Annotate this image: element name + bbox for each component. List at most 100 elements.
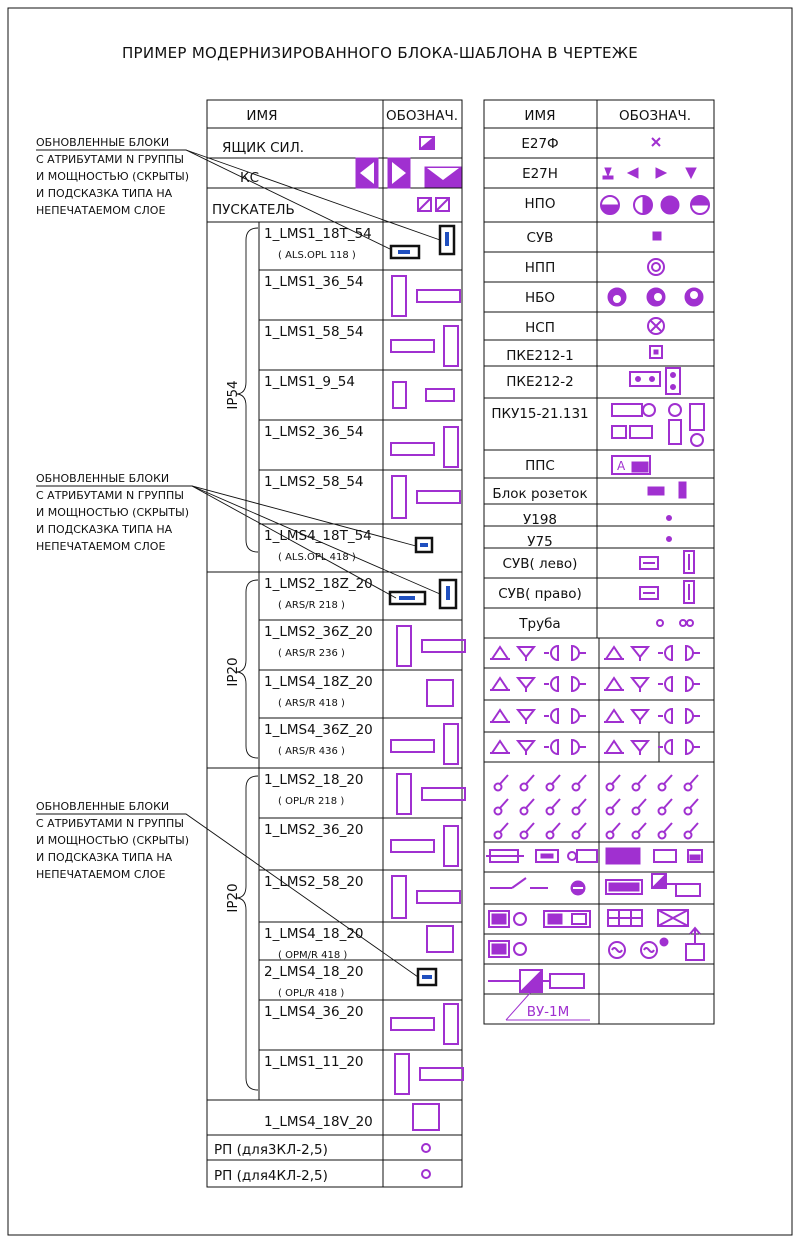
note-line: С АТРИБУТАМИ N ГРУППЫ <box>36 817 184 830</box>
note-line: НЕПЕЧАТАЕМОМ СЛОЕ <box>36 868 165 881</box>
row-name: 1_LMS1_9_54 <box>264 374 355 390</box>
lamp-symbol-grid <box>490 644 700 840</box>
block-marker-icon <box>414 536 434 554</box>
push-button-icon <box>649 345 663 359</box>
row-subtitle: ( OPL/R 418 ) <box>278 988 344 999</box>
triangle-arrows-icon <box>355 157 462 189</box>
lamp-rect-icon <box>390 426 459 468</box>
group-label-ip20: IP20 <box>225 657 241 686</box>
lamp-glyph-icon <box>544 738 559 756</box>
right-row-name: Труба <box>518 616 560 632</box>
switch-glyph-icon <box>519 774 535 792</box>
group-label-ip20: IP20 <box>225 883 241 912</box>
ring-icon <box>647 258 665 276</box>
circle-cross-icon <box>647 317 665 335</box>
note-line: И ПОДСКАЗКА ТИПА НА <box>36 523 173 536</box>
right-row-name: Блок розеток <box>492 486 587 502</box>
row-name: 1_LMS4_18V_20 <box>264 1114 373 1130</box>
exit-sign-icon <box>639 550 695 574</box>
row-name: РП (для4КЛ-2,5) <box>214 1168 328 1184</box>
group-brace <box>235 775 259 1091</box>
note-line: ОБНОВЛЕННЫЕ БЛОКИ <box>36 800 169 813</box>
row-name: 1_LMS2_18Z_20 <box>264 576 373 592</box>
socket-block-icon <box>647 481 687 499</box>
row-name: 2_LMS4_18_20 <box>264 964 364 980</box>
note-line: И МОЩНОСТЬЮ (СКРЫТЫ) <box>36 506 189 519</box>
row-name: 1_LMS4_18T_54 <box>264 528 372 544</box>
lamp-glyph-icon <box>685 644 700 662</box>
right-row-name: У75 <box>527 534 552 550</box>
note-line: И ПОДСКАЗКА ТИПА НА <box>36 187 173 200</box>
exit-sign-icon <box>639 580 695 604</box>
half-circle-icon <box>607 287 704 307</box>
row-name: ЯЩИК СИЛ. <box>222 140 304 156</box>
small-circle-icon <box>421 1143 431 1153</box>
lamp-rect-icon <box>394 1053 464 1095</box>
group-rows: 1_LMS1_18T_54 ( ALS.OPL 118 ) 1_LMS1_36_54… <box>264 226 373 1070</box>
half-circle-icon <box>600 195 710 215</box>
lamp-glyph-icon <box>544 675 559 693</box>
lamp-rect-icon <box>396 625 466 667</box>
switch-glyph-icon <box>683 774 699 792</box>
row-name: 1_LMS1_11_20 <box>264 1054 364 1070</box>
wall-lamp-icon <box>602 167 697 180</box>
lamp-glyph-icon <box>629 709 651 724</box>
row-subtitle: ( ALS.OPL 118 ) <box>278 250 356 261</box>
lamp-rect-icon <box>391 875 461 919</box>
row-name: 1_LMS2_36_20 <box>264 822 364 838</box>
right-row-name: НПО <box>525 196 556 212</box>
lamp-glyph-icon <box>658 707 673 725</box>
lamp-glyph-icon <box>658 644 673 662</box>
row-name: 1_LMS1_18T_54 <box>264 226 372 242</box>
drawing-title: ПРИМЕР МОДЕРНИЗИРОВАННОГО БЛОКА-ШАБЛОНА … <box>122 44 638 62</box>
lamp-glyph-icon <box>685 707 700 725</box>
right-row-name: СУВ <box>527 230 554 246</box>
lamp-square-icon <box>412 1103 440 1131</box>
panel-a-icon: A <box>611 455 651 475</box>
lamp-rect-icon <box>390 723 459 765</box>
lamp-glyph-icon <box>515 709 537 724</box>
right-row-name: У198 <box>523 512 557 528</box>
annotation-note: ОБНОВЛЕННЫЕ БЛОКИ С АТРИБУТАМИ N ГРУППЫ И … <box>36 800 189 881</box>
lamp-glyph-icon <box>604 676 624 691</box>
panel-box-icon <box>419 136 435 150</box>
switch-glyph-icon <box>571 774 587 792</box>
lamp-glyph-icon <box>515 646 537 661</box>
lamp-glyph-icon <box>544 644 559 662</box>
row-name: 1_LMS2_58_20 <box>264 874 364 890</box>
lamp-glyph-icon <box>658 738 673 756</box>
right-row-name: Е27Ф <box>521 136 558 152</box>
row-name: 1_LMS1_36_54 <box>264 274 364 290</box>
row-subtitle: ( ARS/R 418 ) <box>278 698 345 709</box>
small-circle-icon <box>421 1169 431 1179</box>
row-name: 1_LMS1_58_54 <box>264 324 364 340</box>
switch-glyph-icon <box>631 798 647 816</box>
right-row-name: НБО <box>525 290 555 306</box>
switch-glyph-icon <box>631 822 647 840</box>
note-line: С АТРИБУТАМИ N ГРУППЫ <box>36 489 184 502</box>
lamp-glyph-icon <box>604 708 624 723</box>
lamp-glyph-icon <box>490 676 510 691</box>
switch-glyph-icon <box>657 774 673 792</box>
lamp-glyph-icon <box>490 645 510 660</box>
lamp-glyph-icon <box>658 675 673 693</box>
right-header-name: ИМЯ <box>524 108 555 124</box>
row-name: 1_LMS4_18_20 <box>264 926 364 942</box>
switch-glyph-icon <box>519 822 535 840</box>
control-post-icon <box>611 403 705 447</box>
right-row-name: СУВ( лево) <box>503 556 578 572</box>
switch-glyph-icon <box>571 822 587 840</box>
note-line: НЕПЕЧАТАЕМОМ СЛОЕ <box>36 204 165 217</box>
switch-glyph-icon <box>657 822 673 840</box>
lamp-glyph-icon <box>490 708 510 723</box>
note-line: ОБНОВЛЕННЫЕ БЛОКИ <box>36 136 169 149</box>
lamp-glyph-icon <box>629 740 651 755</box>
row-subtitle: ( ARS/R 236 ) <box>278 648 345 659</box>
switch-glyph-icon <box>657 798 673 816</box>
lamp-rect-icon <box>392 381 455 409</box>
note-line: И МОЩНОСТЬЮ (СКРЫТЫ) <box>36 834 189 847</box>
drawing-frame <box>7 7 793 1236</box>
